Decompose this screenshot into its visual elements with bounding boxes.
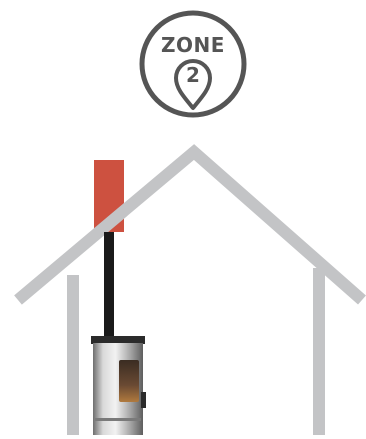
- flue-pipe: [104, 232, 114, 342]
- zone-badge: ZONE 2: [137, 8, 249, 120]
- stove-top: [91, 336, 145, 344]
- zone-number: 2: [137, 63, 249, 87]
- wood-stove: [91, 336, 146, 435]
- stove-window: [119, 360, 139, 402]
- stove-handle: [141, 392, 146, 408]
- stove-base: [95, 418, 141, 421]
- zone-label: ZONE: [137, 33, 249, 57]
- house-outline: [18, 152, 362, 435]
